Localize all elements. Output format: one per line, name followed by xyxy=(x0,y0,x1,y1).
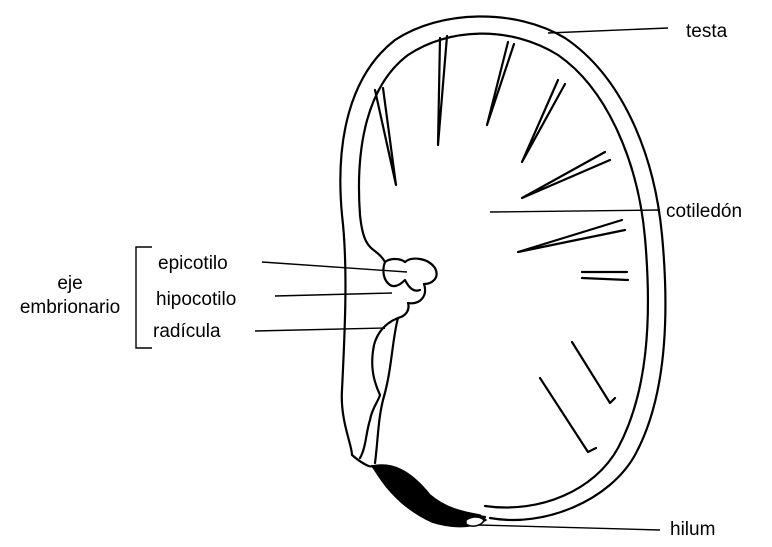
hipocotilo-leader-line xyxy=(275,293,392,296)
eje-embrionario-line2: embrionario xyxy=(10,296,130,320)
cotiledon-leader-line xyxy=(490,210,660,212)
epicotilo-label: epicotilo xyxy=(158,254,228,273)
eje-embrionario-bracket xyxy=(136,247,152,348)
radicula-label: radícula xyxy=(153,322,221,341)
hilum-dark-region xyxy=(372,465,486,527)
cotyledon-crack xyxy=(518,220,625,252)
cotyledon-crack xyxy=(522,80,565,162)
cotyledon-crack xyxy=(375,88,396,185)
cotiledon-label: cotiledón xyxy=(666,202,742,221)
cotyledon-crack xyxy=(438,36,447,145)
cotyledon-crack xyxy=(540,378,596,452)
eje-embrionario-label: eje embrionario xyxy=(10,272,130,320)
radicula-leader-line xyxy=(255,328,385,331)
cotyledon-crack xyxy=(582,272,628,280)
testa-outer-outline xyxy=(340,16,665,520)
testa-label: testa xyxy=(686,22,727,41)
hilum-leader-line xyxy=(478,525,660,530)
epicotyl-inner-curve xyxy=(383,262,420,291)
hilum-label: hilum xyxy=(670,520,715,539)
embryo-axis-outline xyxy=(360,259,437,463)
cotyledon-crack xyxy=(487,42,514,125)
cotyledon-crack xyxy=(572,342,615,403)
cotyledon-crack xyxy=(522,152,610,198)
hipocotilo-label: hipocotilo xyxy=(156,290,236,309)
eje-embrionario-line1: eje xyxy=(10,272,130,296)
testa-inner-outline xyxy=(359,34,648,508)
testa-leader-line xyxy=(548,28,668,33)
